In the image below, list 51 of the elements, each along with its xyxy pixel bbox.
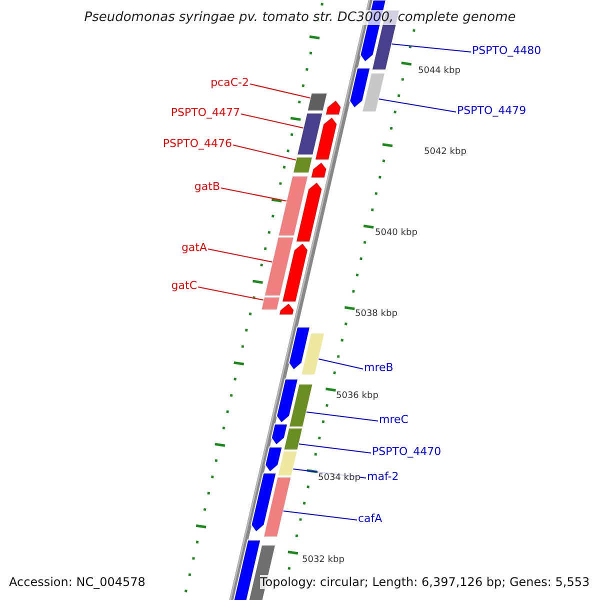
gene-bar: [230, 540, 262, 600]
scale-label: 5034 kbp: [318, 471, 360, 485]
leader-line: [298, 444, 372, 454]
leader-line: [198, 286, 264, 300]
gene-block: [288, 326, 311, 371]
gene-label: maf-2: [367, 470, 399, 484]
gene-block: [264, 446, 283, 473]
gene-label: gatC: [171, 279, 197, 293]
leader-line: [378, 98, 456, 112]
gene-label: PSPTO_4477: [170, 106, 240, 120]
gene-label: mreB: [364, 361, 394, 375]
gene-label: PSPTO_4479: [457, 104, 526, 118]
leader-line: [250, 84, 311, 98]
gene-bar: [296, 112, 324, 156]
scale-label: 5032 kbp: [302, 554, 344, 567]
gene-block: [295, 181, 323, 242]
leader-line: [318, 358, 364, 370]
gene-label: PSPTO_4480: [472, 44, 542, 58]
gene-label: gatA: [181, 241, 207, 255]
gene-label: gatB: [194, 180, 220, 194]
gene-bar: [262, 476, 292, 538]
diagram-title: Pseudomonas syringae pv. tomato str. DC3000, complete genome: [84, 10, 516, 25]
gene-label: PSPTO_4470: [372, 445, 442, 459]
gene-bar: [276, 450, 298, 476]
accession-text: Accession: NC_004578: [9, 575, 146, 589]
gene-block: [250, 472, 277, 533]
gene-bar: [306, 92, 328, 112]
leader-line: [282, 510, 358, 520]
gene-label: cafA: [358, 512, 382, 526]
gene-block: [310, 161, 328, 178]
gene-block: [324, 99, 342, 116]
leader-line: [240, 114, 304, 128]
leader-line: [391, 44, 472, 52]
leader-line: [220, 188, 287, 202]
gene-label: PSPTO_4476: [162, 137, 232, 151]
gene-bar: [282, 428, 304, 450]
leader-line: [232, 144, 296, 160]
gene-bar: [278, 176, 309, 236]
scale-label: 5038 kbp: [355, 308, 398, 321]
gene-bar: [300, 332, 326, 376]
gene-bar: [361, 72, 386, 112]
scale-label: 5042 kbp: [424, 146, 466, 159]
scale-label: 5036 kbp: [336, 390, 378, 403]
gene-block: [270, 424, 288, 446]
leader-line: [306, 412, 378, 422]
gene-label: mreC: [379, 413, 408, 427]
gene-label: pcaC-2: [210, 76, 249, 90]
genome-summary: Topology: circular; Length: 6,397,126 bp; Genes: 5,553: [260, 575, 590, 589]
gene-block: [349, 68, 371, 109]
scale-label: 5040 kbp: [375, 227, 418, 240]
scale-label: 5044 kbp: [418, 65, 460, 78]
